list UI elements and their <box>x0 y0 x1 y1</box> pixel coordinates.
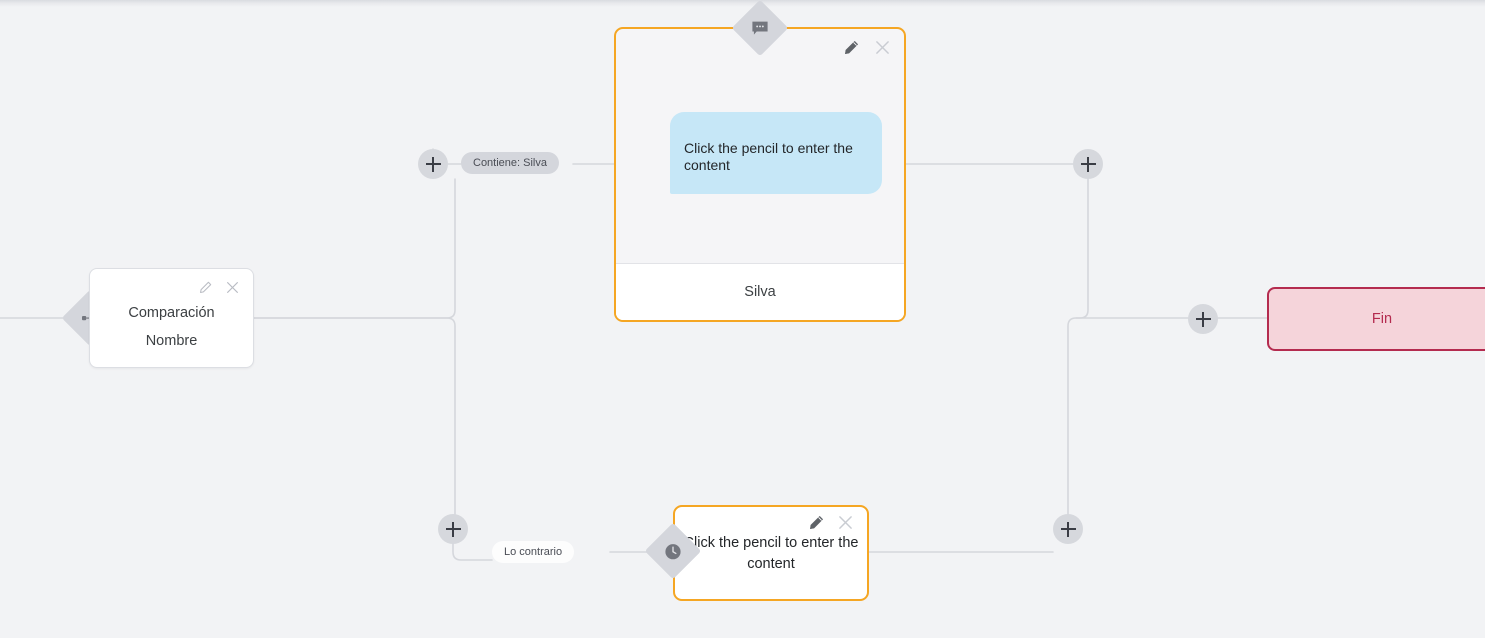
node-comparacion[interactable]: Comparación Nombre <box>89 268 254 368</box>
message-node-marker[interactable] <box>731 0 789 57</box>
node-fin[interactable]: Fin <box>1267 287 1485 351</box>
edge-comparacion-to-lo-contrario-plus <box>253 317 456 515</box>
edge-label-lo-contrario-text: Lo contrario <box>504 546 563 558</box>
node-wait[interactable]: Click the pencil to enter the content <box>673 505 869 601</box>
edge-merge-bottom-up <box>1067 317 1189 515</box>
edge-plus-to-lo-contrario-label <box>452 543 493 561</box>
add-node-button-merge-bottom[interactable] <box>1053 514 1083 544</box>
message-node-footer: Silva <box>616 263 904 320</box>
edge-comparacion-to-contiene-plus <box>253 178 456 319</box>
message-bubble-text: Click the pencil to enter the content <box>684 140 853 173</box>
edge-label-contiene[interactable]: Contiene: Silva <box>461 152 559 174</box>
close-icon[interactable] <box>226 281 239 294</box>
node-message[interactable]: Click the pencil to enter the content Si… <box>614 27 906 322</box>
wait-node-actions <box>809 515 853 530</box>
wait-node-marker[interactable] <box>644 522 702 580</box>
comparacion-subtitle: Nombre <box>145 333 198 349</box>
message-node-actions <box>844 40 890 55</box>
edge-merge-top-down <box>1075 178 1089 319</box>
message-bubble[interactable]: Click the pencil to enter the content <box>670 112 882 194</box>
pencil-icon[interactable] <box>199 281 212 294</box>
edge-label-contiene-text: Contiene: Silva <box>473 157 547 169</box>
pencil-icon[interactable] <box>844 40 859 55</box>
comparacion-node-actions <box>199 281 239 294</box>
wait-node-text: Click the pencil to enter the content <box>683 535 859 572</box>
add-node-button-lo-contrario[interactable] <box>438 514 468 544</box>
edge-label-lo-contrario[interactable]: Lo contrario <box>492 541 575 563</box>
comparacion-title: Comparación <box>128 305 215 321</box>
pencil-icon[interactable] <box>809 515 824 530</box>
chat-bubble-icon <box>751 19 770 38</box>
clock-icon <box>664 542 683 561</box>
message-footer-label: Silva <box>744 284 776 300</box>
close-icon[interactable] <box>838 515 853 530</box>
close-icon[interactable] <box>875 40 890 55</box>
add-node-button-before-fin[interactable] <box>1188 304 1218 334</box>
add-node-button-contiene[interactable] <box>418 149 448 179</box>
fin-label: Fin <box>1371 311 1393 327</box>
add-node-button-merge-top[interactable] <box>1073 149 1103 179</box>
